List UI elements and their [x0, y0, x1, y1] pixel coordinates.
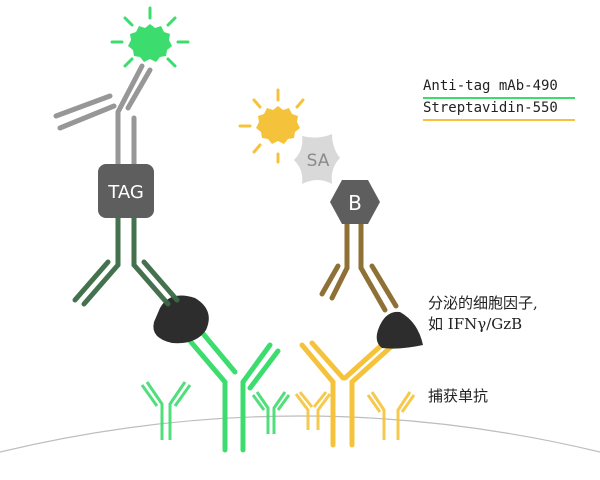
cytokine-blob-right: [376, 311, 423, 349]
capture-antibody-orange: [299, 339, 396, 448]
capture-antibody-small-4: [366, 391, 416, 440]
legend-label-anti-tag: Anti-tag mAb-490: [423, 78, 558, 94]
tag-box: [98, 164, 154, 218]
legend-line-orange: [423, 119, 575, 121]
sa-label: SA: [307, 151, 330, 171]
green-fluorophore: [110, 6, 190, 68]
cytokine-blob-left: [153, 295, 209, 344]
tag-label: TAG: [107, 182, 144, 203]
capture-antibody-small-2: [251, 391, 291, 434]
capture-antibody-small-1: [140, 381, 192, 440]
yellow-fluorophore: [238, 88, 305, 164]
anti-tag-antibody: [53, 63, 153, 169]
detection-antibody-right: [319, 219, 399, 313]
biotin-hexagon: [330, 180, 380, 224]
legend-label-streptavidin: Streptavidin-550: [423, 100, 558, 116]
legend-line-green: [423, 97, 575, 99]
capture-antibody-green: [182, 327, 281, 453]
detection-antibody-left: [72, 213, 180, 307]
capture-antibody-small-3: [294, 391, 332, 430]
streptavidin-shape: [294, 134, 340, 184]
cytokine-annotation-line2: 如 IFNγ/GzB: [428, 315, 523, 333]
cell-surface-curve: [0, 415, 600, 453]
biotin-label: B: [348, 191, 362, 215]
capture-antibody-annotation: 捕获单抗: [428, 387, 489, 405]
cytokine-annotation-line1: 分泌的细胞因子,: [428, 294, 538, 312]
